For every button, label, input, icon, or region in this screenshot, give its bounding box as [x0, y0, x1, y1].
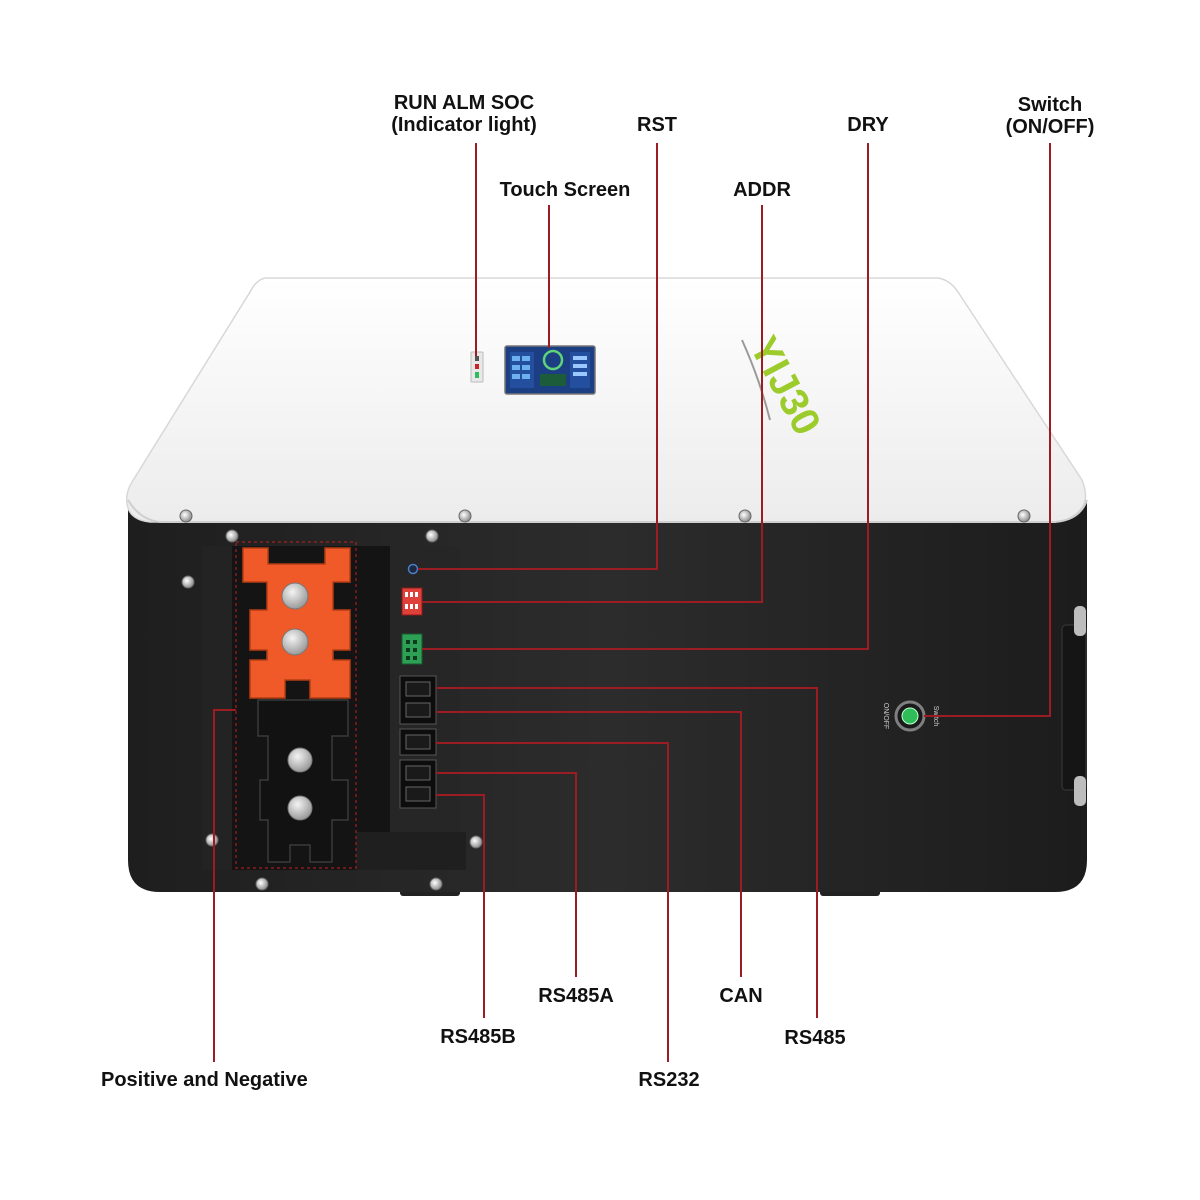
- leader-addr: [422, 205, 763, 603]
- top-panel-edge: [127, 499, 1088, 523]
- leader-rs485a: [436, 772, 577, 977]
- label-switch-line1: Switch: [1017, 94, 1083, 116]
- leader-can: [436, 711, 742, 977]
- addr-dip-switch: [401, 587, 423, 616]
- terminal-base: [356, 832, 466, 870]
- brand-logo-swoosh: [741, 339, 771, 421]
- label-positive-negative: Positive and Negative: [101, 1069, 308, 1091]
- terminal-dotted-outline: [235, 541, 357, 869]
- top-screws: [179, 509, 1031, 543]
- top-panel: [125, 277, 1087, 523]
- terminal-frame-strip: [202, 546, 232, 870]
- negative-terminal: [257, 699, 349, 863]
- rj45-ports: [399, 675, 437, 809]
- label-dry: DRY: [847, 114, 889, 136]
- leader-dry: [422, 143, 869, 650]
- switch-onoff-caption: ON/OFF: [882, 703, 889, 729]
- label-can: CAN: [719, 985, 763, 1007]
- rst-button: [407, 563, 419, 575]
- label-switch-line2: (ON/OFF): [1005, 116, 1095, 138]
- label-indicator-line1: RUN ALM SOC: [393, 92, 535, 114]
- label-addr: ADDR: [733, 179, 791, 201]
- touch-screen: [504, 345, 596, 395]
- label-rs485: RS485: [784, 1027, 846, 1049]
- leader-rs485b: [436, 794, 485, 1018]
- label-indicator-light: RUN ALM SOC (Indicator light): [376, 92, 552, 136]
- leader-rst: [418, 143, 658, 570]
- leader-lines: [213, 143, 1051, 1062]
- label-rs485a: RS485A: [538, 985, 614, 1007]
- leader-positive-negative: [213, 709, 236, 1062]
- leader-switch: [924, 143, 1051, 717]
- label-touch-screen: Touch Screen: [499, 179, 631, 201]
- label-rs232: RS232: [638, 1069, 700, 1091]
- side-handle: [1061, 606, 1087, 806]
- body-screws: [181, 575, 483, 891]
- label-switch: Switch (ON/OFF): [995, 94, 1105, 138]
- leader-rs232: [436, 742, 669, 1062]
- dry-contact-connector: [401, 633, 423, 665]
- leader-rs485: [436, 687, 818, 1018]
- label-rst: RST: [637, 114, 677, 136]
- label-rs485b: RS485B: [440, 1026, 516, 1048]
- positive-terminal: [242, 547, 351, 699]
- indicator-lights: [470, 351, 484, 383]
- label-indicator-line2: (Indicator light): [391, 114, 537, 136]
